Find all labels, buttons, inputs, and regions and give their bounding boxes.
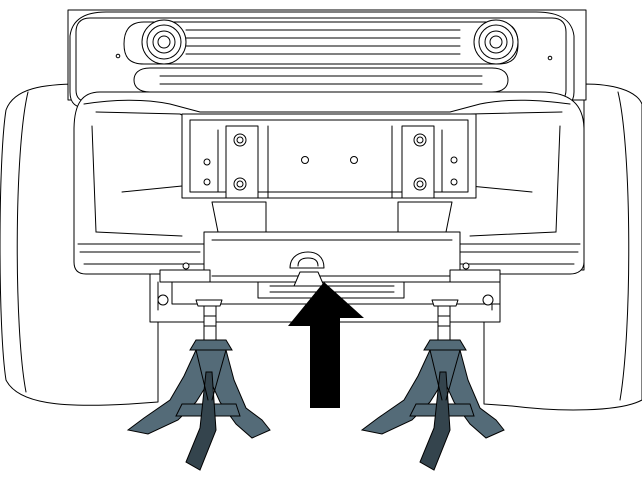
left-jack-stand	[126, 299, 271, 471]
front-fascia	[67, 9, 587, 109]
plate-mount	[181, 113, 477, 199]
crossmember	[159, 231, 501, 287]
right-tire	[483, 83, 642, 411]
up-arrow-icon	[288, 282, 364, 408]
left-headlight	[141, 19, 187, 65]
right-headlight	[473, 19, 519, 65]
right-jack-stand	[360, 299, 505, 471]
